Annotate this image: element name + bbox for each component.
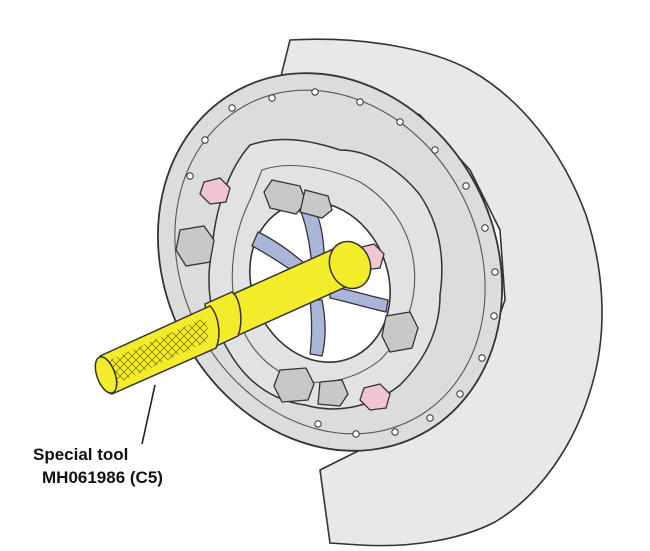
- tool-nut: [328, 240, 372, 290]
- flange-holes: [186, 88, 499, 438]
- leader-line: [141, 384, 156, 445]
- tool-end: [94, 356, 118, 394]
- housing-body: [278, 38, 603, 547]
- special-tool-bolt: [94, 240, 372, 395]
- bolt-heads: [175, 179, 419, 407]
- callout-label-line1: Special tool: [33, 445, 129, 464]
- callout-label-line2: MH061986 (C5): [42, 468, 163, 487]
- tool-knurl-pattern: [109, 318, 209, 384]
